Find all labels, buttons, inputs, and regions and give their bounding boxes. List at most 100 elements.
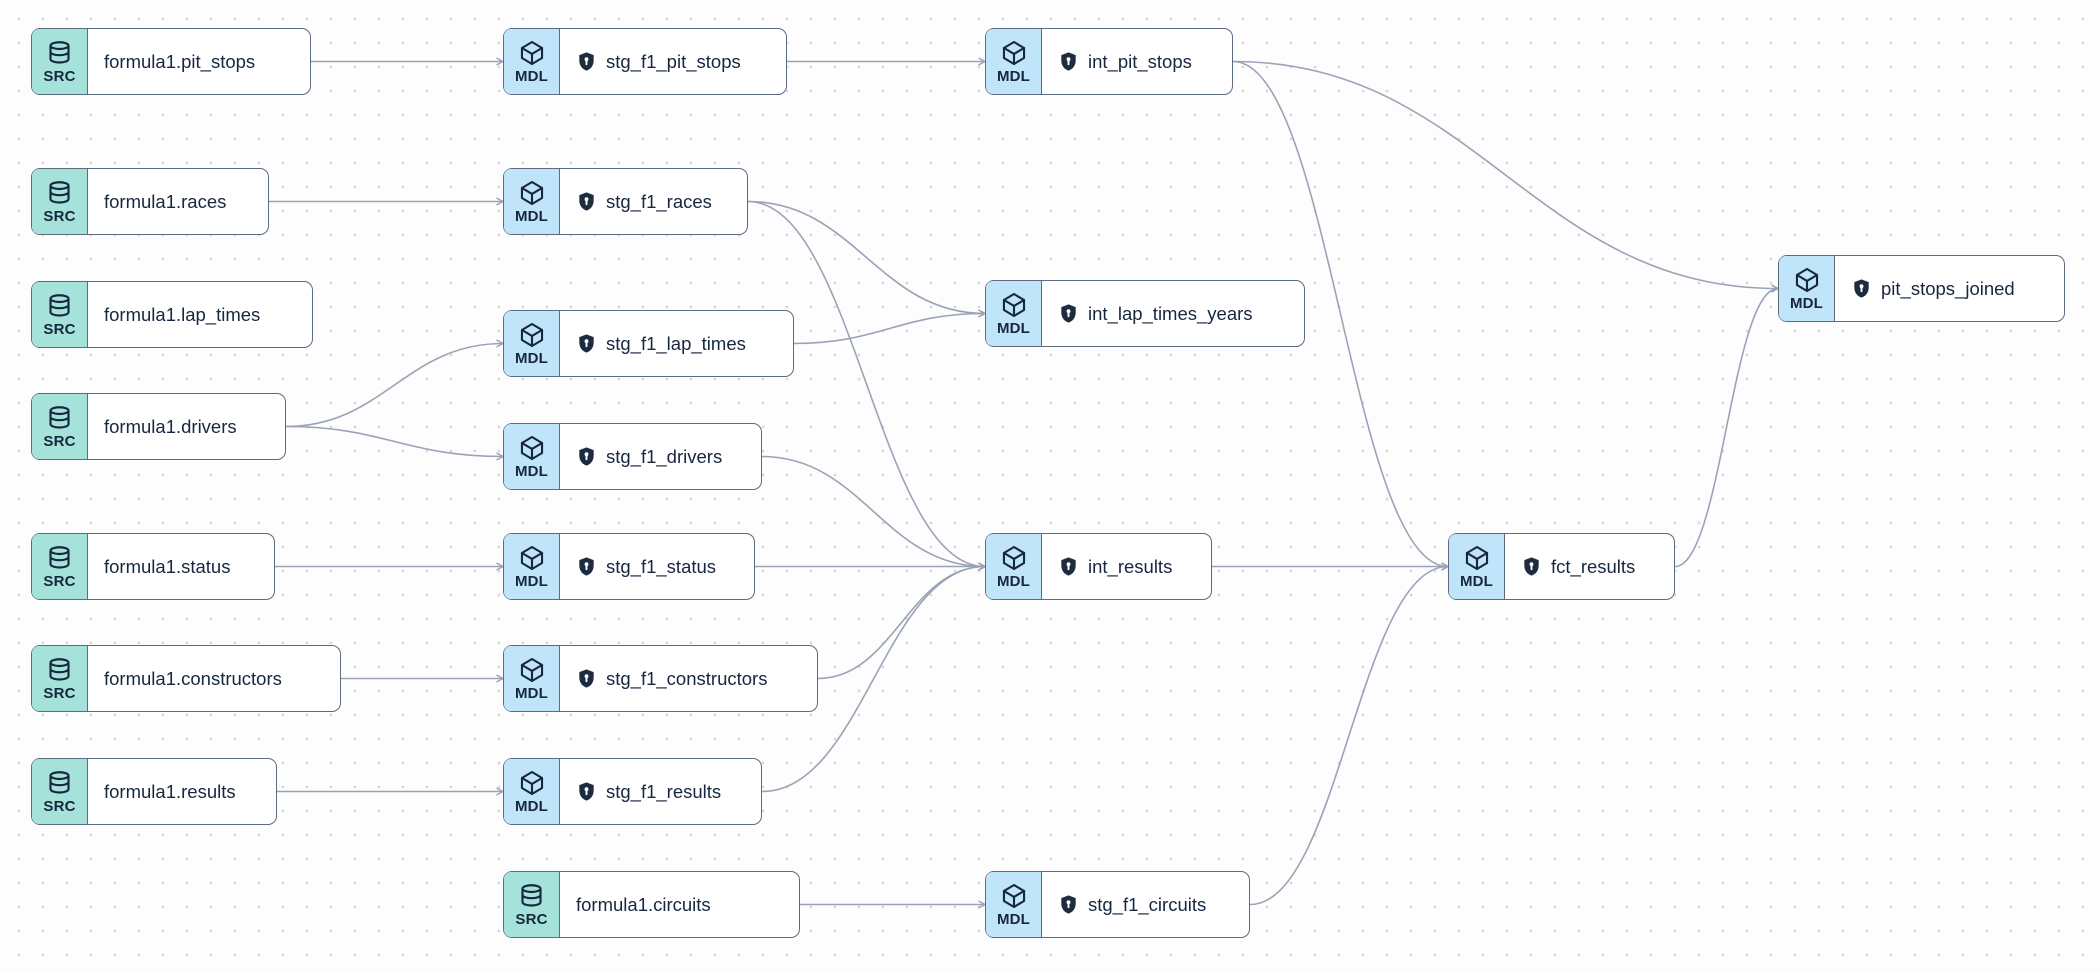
database-icon: [49, 545, 70, 569]
model-badge: MDL: [504, 169, 560, 234]
node-body: pit_stops_joined: [1835, 256, 2031, 321]
shield-lock-icon: [579, 782, 594, 801]
node-stg_f1_lap_times[interactable]: MDL stg_f1_lap_times: [503, 310, 794, 377]
source-badge: SRC: [32, 534, 88, 599]
node-label: int_lap_times_years: [1088, 302, 1253, 324]
source-badge: SRC: [32, 394, 88, 459]
edge-stg_f1_races-to-int_results: [747, 200, 987, 571]
node-body: stg_f1_constructors: [560, 646, 783, 711]
shield-lock-icon: [1061, 52, 1076, 71]
node-stg_f1_races[interactable]: MDL stg_f1_races: [503, 168, 748, 235]
model-badge: MDL: [986, 534, 1042, 599]
node-formula1.pit_stops[interactable]: SRC formula1.pit_stops: [31, 28, 311, 95]
node-body: stg_f1_status: [560, 534, 732, 599]
source-badge: SRC: [504, 872, 560, 937]
source-badge: SRC: [32, 759, 88, 824]
database-icon: [49, 180, 70, 204]
node-body: stg_f1_races: [560, 169, 728, 234]
edge-stg_f1_circuits-to-fct_results: [1249, 562, 1450, 906]
model-badge: MDL: [504, 311, 560, 376]
node-label: formula1.lap_times: [104, 303, 261, 325]
shield-lock-icon: [579, 52, 594, 71]
node-stg_f1_status[interactable]: MDL stg_f1_status: [503, 533, 755, 600]
node-stg_f1_pit_stops[interactable]: MDL stg_f1_pit_stops: [503, 28, 787, 95]
edge-fct_results-to-pit_stops_joined: [1674, 284, 1780, 568]
node-body: formula1.constructors: [88, 646, 298, 711]
source-badge: SRC: [32, 169, 88, 234]
shield-lock-icon: [579, 557, 594, 576]
database-icon: [49, 40, 70, 64]
node-body: stg_f1_circuits: [1042, 872, 1222, 937]
badge-label: SRC: [43, 67, 76, 85]
node-label: stg_f1_circuits: [1088, 893, 1207, 915]
node-formula1.circuits[interactable]: SRC formula1.circuits: [503, 871, 800, 938]
node-label: stg_f1_lap_times: [606, 332, 746, 354]
shield-lock-icon: [1061, 557, 1076, 576]
node-formula1.races[interactable]: SRC formula1.races: [31, 168, 269, 235]
shield-lock-icon: [1524, 557, 1539, 576]
database-icon: [49, 293, 70, 317]
node-label: fct_results: [1551, 555, 1636, 577]
source-badge: SRC: [32, 646, 88, 711]
node-label: stg_f1_status: [606, 555, 717, 577]
cube-icon: [1795, 267, 1818, 293]
node-body: formula1.races: [88, 169, 242, 234]
edge-int_pit_stops-to-pit_stops_joined: [1232, 60, 1780, 293]
edge-stg_f1_lap_times-to-int_lap_times_years: [793, 309, 987, 345]
badge-label: MDL: [514, 68, 549, 85]
edge-int_pit_stops-to-fct_results: [1232, 60, 1450, 571]
source-badge: SRC: [32, 29, 88, 94]
node-formula1.results[interactable]: SRC formula1.results: [31, 758, 277, 825]
node-body: fct_results: [1505, 534, 1651, 599]
shield-lock-icon: [579, 447, 594, 466]
cube-icon: [520, 657, 543, 683]
badge-label: MDL: [514, 208, 549, 225]
badge-label: MDL: [514, 350, 549, 367]
node-label: formula1.drivers: [104, 415, 237, 437]
node-body: formula1.results: [88, 759, 252, 824]
node-label: formula1.constructors: [104, 667, 282, 689]
node-stg_f1_results[interactable]: MDL stg_f1_results: [503, 758, 762, 825]
node-body: stg_f1_pit_stops: [560, 29, 757, 94]
node-formula1.drivers[interactable]: SRC formula1.drivers: [31, 393, 286, 460]
badge-label: SRC: [43, 684, 76, 702]
node-label: formula1.pit_stops: [104, 50, 256, 72]
node-stg_f1_drivers[interactable]: MDL stg_f1_drivers: [503, 423, 762, 490]
node-label: stg_f1_drivers: [606, 445, 723, 467]
node-int_results[interactable]: MDL int_results: [985, 533, 1212, 600]
badge-label: MDL: [514, 573, 549, 590]
node-body: stg_f1_lap_times: [560, 311, 762, 376]
shield-lock-icon: [579, 334, 594, 353]
node-label: int_results: [1088, 555, 1173, 577]
database-icon: [49, 770, 70, 794]
node-label: formula1.races: [104, 190, 227, 212]
model-badge: MDL: [986, 29, 1042, 94]
edge-stg_f1_drivers-to-int_results: [761, 455, 987, 571]
shield-lock-icon: [1061, 304, 1076, 323]
cube-icon: [520, 40, 543, 66]
node-label: stg_f1_constructors: [606, 667, 768, 689]
badge-label: MDL: [514, 798, 549, 815]
node-label: formula1.results: [104, 780, 236, 802]
model-badge: MDL: [504, 29, 560, 94]
node-label: stg_f1_pit_stops: [606, 50, 741, 72]
cube-icon: [1002, 40, 1025, 66]
cube-icon: [1002, 545, 1025, 571]
edge-stg_f1_races-to-int_lap_times_years: [747, 200, 987, 318]
shield-lock-icon: [579, 669, 594, 688]
node-formula1.constructors[interactable]: SRC formula1.constructors: [31, 645, 341, 712]
model-badge: MDL: [504, 646, 560, 711]
model-badge: MDL: [504, 424, 560, 489]
node-label: formula1.circuits: [576, 893, 711, 915]
node-stg_f1_constructors[interactable]: MDL stg_f1_constructors: [503, 645, 818, 712]
database-icon: [49, 405, 70, 429]
node-label: stg_f1_results: [606, 780, 722, 802]
